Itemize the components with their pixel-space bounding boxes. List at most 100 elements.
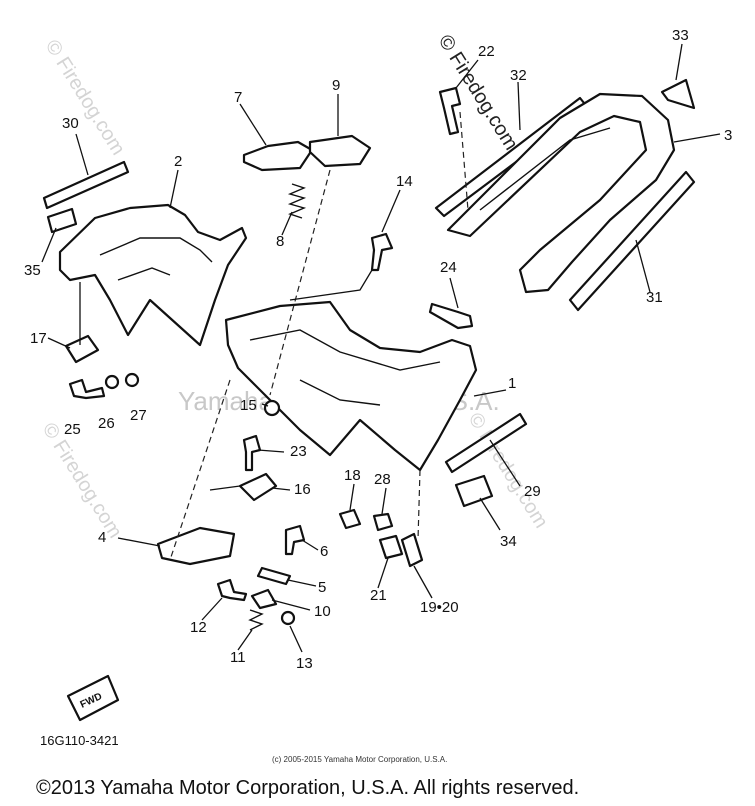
part-31-strip[interactable] (568, 170, 696, 312)
guide-bracket-2 (209, 485, 241, 491)
leader-32 (517, 81, 521, 131)
leader-10 (271, 599, 311, 611)
part-11-spring[interactable] (248, 609, 264, 631)
callout-5: 5 (318, 579, 326, 596)
part-30-strip[interactable] (42, 160, 130, 210)
part-21-damper[interactable] (378, 534, 404, 560)
leader-35 (41, 227, 57, 263)
part-18-screw[interactable] (338, 508, 362, 530)
callout-31: 31 (646, 289, 663, 306)
callout-2: 2 (174, 153, 182, 170)
leader-12 (201, 597, 223, 621)
callout-6: 6 (320, 543, 328, 560)
callout-9: 9 (332, 77, 340, 94)
part-35-block[interactable] (46, 207, 78, 234)
firedog-watermark-left: © Firedog.com (41, 36, 129, 159)
callout-17: 17 (30, 330, 47, 347)
part-29-strip[interactable] (444, 412, 528, 474)
leader-15 (261, 403, 269, 407)
leader-19-20 (413, 565, 433, 599)
small-copyright: (c) 2005-2015 Yamaha Motor Corporation, … (272, 755, 447, 764)
callout-26: 26 (98, 415, 115, 432)
part-27-grommet[interactable] (124, 372, 140, 388)
leader-2 (169, 169, 179, 209)
part-33-pad[interactable] (660, 78, 696, 110)
part-23-bolt[interactable] (242, 434, 262, 472)
leader-30 (75, 133, 89, 176)
diagram-code: 16G110-3421 (40, 733, 119, 748)
part-3-rear-frame[interactable] (446, 92, 676, 294)
leader-31 (635, 239, 651, 293)
part-2-inner-line-2 (117, 267, 171, 281)
part-1-inner-line (249, 329, 441, 371)
part-19-20-bracket[interactable] (400, 532, 424, 568)
callout-12: 12 (190, 619, 207, 636)
part-10-clip[interactable] (250, 588, 278, 610)
part-16-bracket[interactable] (238, 472, 278, 502)
callout-33: 33 (672, 27, 689, 44)
part-4-tray[interactable] (156, 526, 236, 566)
callout-24: 24 (440, 259, 457, 276)
leader-8 (281, 211, 293, 236)
leader-29 (489, 439, 521, 487)
part-22-bolt[interactable] (438, 86, 462, 136)
leader-18 (349, 483, 355, 511)
callout-15: 15 (240, 397, 257, 414)
part-1-seat-cowl[interactable] (224, 300, 478, 472)
leader-1 (473, 389, 507, 397)
leader-21 (377, 557, 389, 589)
callout-35: 35 (24, 262, 41, 279)
callout-28: 28 (374, 471, 391, 488)
callout-3: 3 (724, 127, 732, 144)
leader-17 (47, 337, 71, 349)
callout-19-20: 19•20 (420, 599, 459, 616)
part-9-pad[interactable] (308, 134, 372, 168)
callout-18: 18 (344, 467, 361, 484)
callout-25: 25 (64, 421, 81, 438)
part-17-bracket[interactable] (64, 334, 100, 364)
guide-line-2 (169, 379, 231, 561)
leader-23 (257, 449, 285, 453)
part-26-washer[interactable] (104, 374, 120, 390)
part-1-inner-line-2 (299, 379, 381, 406)
callout-10: 10 (314, 603, 331, 620)
leader-5 (287, 579, 317, 587)
part-24-bolt[interactable] (428, 302, 474, 330)
guide-bracket-3 (289, 269, 373, 301)
leader-24 (449, 277, 459, 309)
guide-line-3 (459, 111, 469, 211)
guide-line-1 (269, 169, 331, 396)
callout-8: 8 (276, 233, 284, 250)
leader-28 (381, 487, 387, 515)
callout-14: 14 (396, 173, 413, 190)
part-8-spring[interactable] (287, 183, 307, 219)
leader-14 (381, 189, 401, 233)
part-15-nut[interactable] (263, 399, 281, 417)
leader-34 (479, 497, 501, 531)
leader-13 (289, 625, 303, 653)
part-13-washer[interactable] (280, 610, 296, 626)
part-2-side-cover[interactable] (58, 203, 248, 347)
leader-3 (673, 133, 721, 143)
fwd-arrow-icon (66, 674, 120, 722)
leader-33 (675, 43, 683, 81)
callout-13: 13 (296, 655, 313, 672)
leader-6 (301, 539, 319, 551)
callout-34: 34 (500, 533, 517, 550)
part-25-bolt[interactable] (68, 378, 106, 400)
callout-22: 22 (478, 43, 495, 60)
callout-32: 32 (510, 67, 527, 84)
callout-27: 27 (130, 407, 147, 424)
part-7-cover[interactable] (242, 140, 314, 172)
callout-11: 11 (230, 649, 246, 666)
part-5-plate[interactable] (256, 566, 292, 586)
part-14-bolt[interactable] (370, 232, 394, 272)
firedog-watermark-mid: © Firedog.com (38, 419, 126, 542)
part-12-screw[interactable] (216, 578, 248, 602)
callout-7: 7 (234, 89, 242, 106)
part-6-screw[interactable] (284, 524, 306, 556)
part-34-reflector[interactable] (454, 474, 494, 508)
callout-21: 21 (370, 587, 387, 604)
part-28-screw[interactable] (372, 512, 394, 532)
